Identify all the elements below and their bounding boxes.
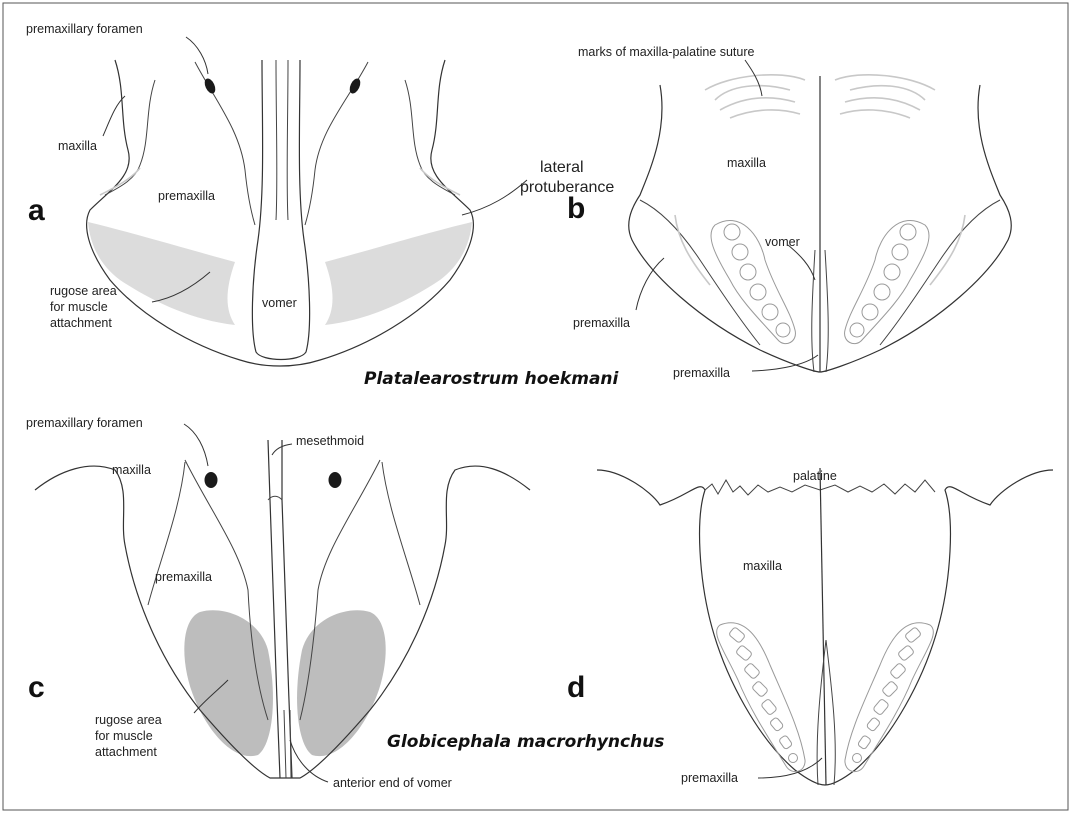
- tooth-row-right-b: [845, 220, 929, 343]
- label-rugose-3-c: attachment: [95, 745, 157, 759]
- label-premaxillary-foramen-a: premaxillary foramen: [26, 22, 143, 36]
- label-premaxilla-c: premaxilla: [155, 570, 212, 584]
- panel-b: marks of maxilla-palatine suture maxilla…: [567, 45, 1011, 380]
- panel-letter-b: b: [567, 192, 585, 225]
- midline-d: [820, 468, 826, 785]
- leader-foramen-c: [184, 424, 208, 466]
- label-rugose-2-a: for muscle: [50, 300, 108, 314]
- label-premaxilla-a: premaxilla: [158, 189, 215, 203]
- vomer-inner-left: [276, 60, 277, 220]
- label-maxilla-a: maxilla: [58, 139, 97, 153]
- rugose-area-left-c: [184, 610, 273, 756]
- leader-foramen-a: [186, 37, 208, 74]
- label-suture-b: marks of maxilla-palatine suture: [578, 45, 755, 59]
- tooth-row-right-d: [845, 623, 933, 772]
- rugose-area-right-c: [297, 610, 386, 756]
- rugose-area-right: [325, 222, 472, 325]
- vomer-outline-d: [817, 640, 835, 785]
- label-maxilla-b: maxilla: [727, 156, 766, 170]
- rugose-area-left: [88, 222, 235, 325]
- species-top: Platalearostrum hoekmani: [364, 369, 620, 389]
- label-premaxilla-left-b: premaxilla: [573, 316, 630, 330]
- leader-vomer-b: [788, 245, 815, 280]
- leader-suture: [745, 60, 762, 96]
- leader-protuberance: [462, 180, 527, 215]
- label-premaxillary-foramen-c: premaxillary foramen: [26, 416, 143, 430]
- label-lateral-a: lateral: [540, 159, 584, 176]
- premaxillary-foramen-left-c: [205, 472, 218, 488]
- panel-a: premaxillary foramen maxilla premaxilla …: [26, 22, 614, 366]
- panel-letter-d: d: [567, 671, 585, 704]
- label-premaxilla-bottom-b: premaxilla: [673, 366, 730, 380]
- label-maxilla-c: maxilla: [112, 463, 151, 477]
- label-rugose-1-a: rugose area: [50, 284, 117, 298]
- maxilla-line-right-c: [382, 462, 420, 605]
- label-mesethmoid-c: mesethmoid: [296, 434, 364, 448]
- panel-letter-c: c: [28, 671, 45, 704]
- label-vomer-a: vomer: [262, 296, 297, 310]
- vomer-end-c: [284, 710, 291, 778]
- suture-marks-left: [705, 75, 805, 118]
- label-rugose-3-a: attachment: [50, 316, 112, 330]
- label-maxilla-d: maxilla: [743, 559, 782, 573]
- label-premaxilla-d: premaxilla: [681, 771, 738, 785]
- label-rugose-1-c: rugose area: [95, 713, 162, 727]
- label-anterior-vomer-c: anterior end of vomer: [333, 776, 452, 790]
- suture-marks-right: [835, 75, 935, 118]
- rostrum-outline: [87, 60, 474, 366]
- label-palatine-d: palatine: [793, 469, 837, 483]
- vomer-inner-right: [287, 60, 288, 220]
- panel-letter-a: a: [28, 194, 45, 227]
- species-bottom: Globicephala macrorhynchus: [387, 732, 664, 752]
- label-rugose-2-c: for muscle: [95, 729, 153, 743]
- label-vomer-b: vomer: [765, 235, 800, 249]
- premaxillary-foramen-right-c: [329, 472, 342, 488]
- vomer-outline: [252, 60, 309, 360]
- tooth-row-left-d: [717, 623, 805, 772]
